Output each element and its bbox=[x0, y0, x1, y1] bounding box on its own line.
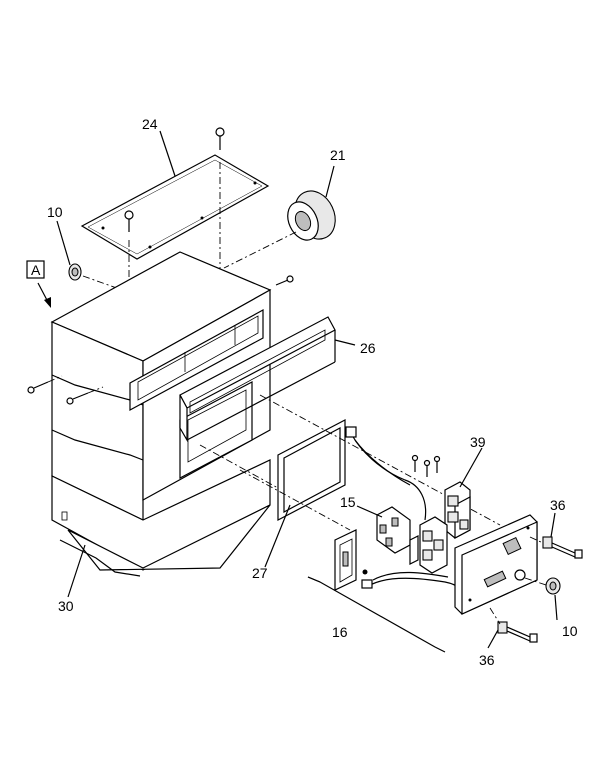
grommet-ring bbox=[287, 190, 336, 241]
callout-10-top: 10 bbox=[47, 204, 63, 220]
screw-with-washer bbox=[542, 536, 583, 559]
callout-10-bottom: 10 bbox=[562, 623, 578, 639]
relay-cluster bbox=[409, 481, 471, 574]
callout-26: 26 bbox=[360, 340, 376, 356]
callout-27: 27 bbox=[252, 565, 268, 581]
callout-39: 39 bbox=[470, 434, 486, 450]
detail-reference-arrow bbox=[26, 260, 51, 308]
mounting-plate bbox=[454, 514, 538, 615]
screw bbox=[423, 459, 431, 477]
screw bbox=[124, 210, 134, 232]
screw bbox=[433, 455, 441, 473]
screw bbox=[215, 127, 225, 150]
small-grommet bbox=[545, 577, 561, 595]
screw bbox=[275, 275, 294, 286]
callout-30: 30 bbox=[58, 598, 74, 614]
bezel-gasket bbox=[179, 316, 336, 443]
cover-plate bbox=[80, 154, 270, 260]
switch-panel bbox=[334, 529, 357, 591]
callout-16: 16 bbox=[332, 624, 348, 640]
callout-36-bottom: 36 bbox=[479, 652, 495, 668]
assembly-bracket bbox=[307, 576, 446, 653]
screw bbox=[411, 454, 419, 472]
screw bbox=[66, 392, 89, 405]
base-tray bbox=[51, 459, 271, 577]
callout-24: 24 bbox=[142, 116, 158, 132]
gasket-frame bbox=[277, 419, 346, 521]
leader-lines bbox=[56, 130, 558, 649]
screw bbox=[27, 381, 49, 394]
small-grommet bbox=[68, 263, 82, 281]
callout-21: 21 bbox=[330, 147, 346, 163]
connector-bracket bbox=[376, 506, 411, 554]
detail-letter: A bbox=[31, 262, 41, 278]
callout-36-right: 36 bbox=[550, 497, 566, 513]
callout-15: 15 bbox=[340, 494, 356, 510]
screw-with-washer bbox=[497, 621, 538, 643]
